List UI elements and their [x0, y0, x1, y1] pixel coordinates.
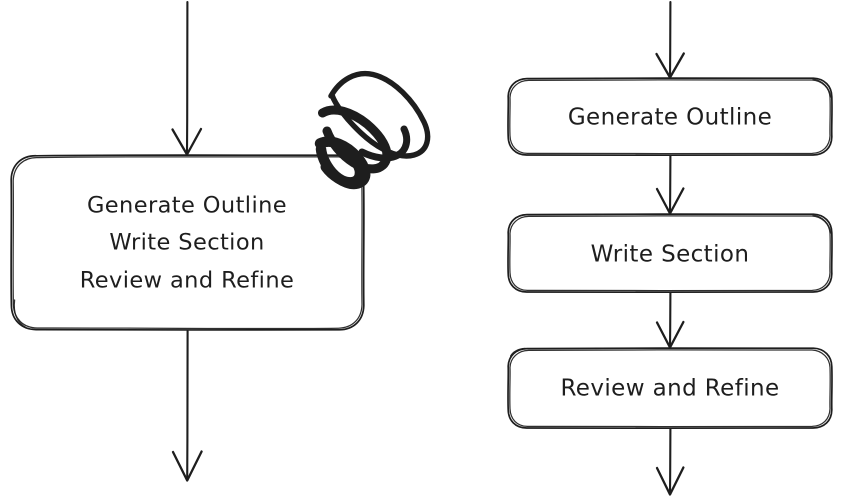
node-review-and-refine[interactable]: Review and Refine — [507, 347, 833, 430]
right-incoming-arrow — [655, 0, 685, 79]
node-generate-outline-label: Generate Outline — [568, 105, 772, 131]
left-node-line-3: Review and Refine — [80, 268, 294, 294]
node-write-section-label: Write Section — [591, 242, 750, 268]
arrow-outline-to-section — [655, 154, 685, 215]
left-node-line-2: Write Section — [109, 230, 264, 256]
node-generate-outline[interactable]: Generate Outline — [507, 77, 833, 157]
node-write-section[interactable]: Write Section — [507, 213, 833, 294]
right-diagram: Generate Outline Write Section Review an — [507, 0, 833, 496]
arrow-section-to-review — [655, 291, 685, 349]
node-review-and-refine-label: Review and Refine — [560, 376, 779, 402]
scribble-annotation — [314, 70, 431, 190]
left-outgoing-arrow — [171, 329, 203, 482]
left-node-line-1: Generate Outline — [87, 193, 287, 219]
right-outgoing-arrow — [655, 427, 685, 496]
left-merged-node[interactable]: Generate Outline Write Section Review an… — [10, 154, 365, 331]
left-incoming-arrow — [171, 0, 203, 156]
left-diagram: Generate Outline Write Section Review an… — [10, 0, 431, 482]
